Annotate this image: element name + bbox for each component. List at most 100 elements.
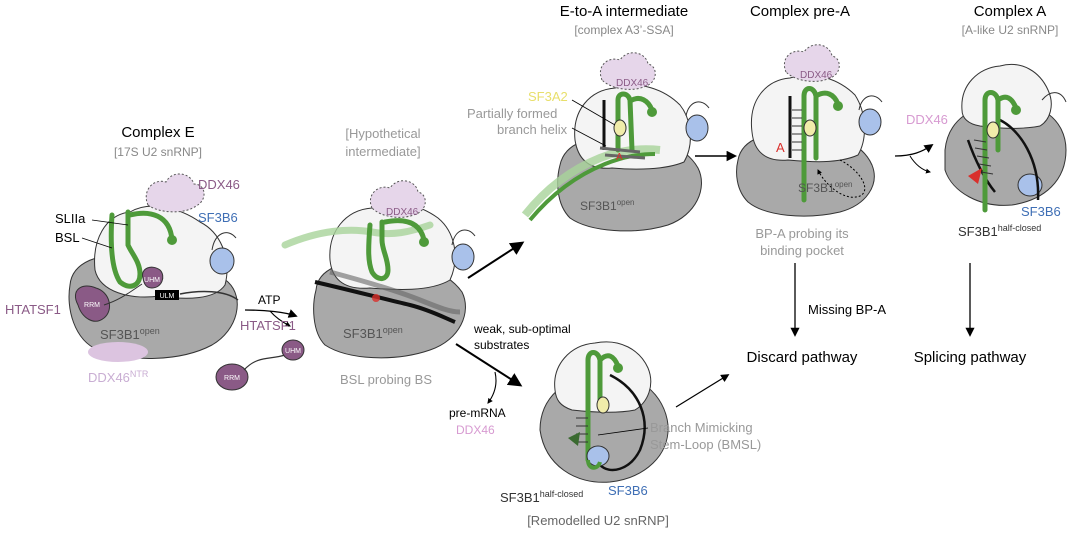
- weak-substrates-2: substrates: [474, 338, 529, 352]
- u2-scaffold-rem: [554, 341, 652, 413]
- sliia-loop-prea: [833, 101, 843, 111]
- bp-probing-label-2: binding pocket: [760, 243, 844, 258]
- sliia-loop-eta: [647, 107, 657, 117]
- uhm-label-released: UHM: [285, 348, 301, 355]
- branch-point-a: [968, 168, 982, 184]
- complex-a-group: Complex A [A-like U2 snRNP] SF3B6 SF3B1h…: [944, 3, 1067, 239]
- sf3b6-blob-eta: [685, 114, 709, 142]
- sf3b1-label-prea: SF3B1open: [798, 180, 852, 195]
- htatsf1-released-uhm: [281, 339, 305, 361]
- remodelled-title: [Remodelled U2 snRNP]: [527, 513, 669, 528]
- sf3a2-blob-rem: [596, 396, 610, 414]
- htatsf1-tail-e: [179, 290, 239, 301]
- bsl-label: BSL: [55, 230, 80, 245]
- bsl-probing-label: BSL probing BS: [340, 372, 432, 387]
- sf3b6-label-a: SF3B6: [1021, 204, 1061, 219]
- partial-helix-label-2: branch helix: [497, 122, 568, 137]
- branch-site-hyp: [372, 294, 380, 302]
- arrow-to-discard: [675, 374, 730, 408]
- complex-a-title: Complex A: [974, 3, 1047, 20]
- uhm-label-e: UHM: [144, 277, 160, 284]
- htatsf1-released-linker: [243, 354, 286, 371]
- ulm-label-e: ULM: [160, 293, 175, 300]
- sliia-rna-e: [127, 210, 175, 243]
- sf3b6-linker-a: [1041, 92, 1067, 103]
- sf3b6-linker-eta: [685, 101, 710, 117]
- htatsf1-uhm-blob: [142, 266, 164, 289]
- sliia-pointer: [91, 219, 129, 226]
- missing-bpa-label: Missing BP-A: [808, 302, 886, 317]
- arrow-to-remodelled: [455, 343, 523, 387]
- sf3b1-label-e: SF3B1open: [100, 326, 160, 342]
- branch-a-prea: A: [776, 140, 785, 155]
- bsl-rna-e: [108, 209, 143, 289]
- discard-pathway-label: Discard pathway: [747, 349, 858, 366]
- ddx46-label-prea: DDX46: [800, 70, 833, 81]
- sf3b6-blob-e: [209, 247, 235, 275]
- branch-a-eta: A: [616, 152, 623, 163]
- ddx46-release-arrow: [909, 155, 931, 174]
- pre-a-group: Complex pre-A DDX46 A SF3B1open BP-A pro…: [736, 3, 883, 258]
- helix-ticks-a: [973, 139, 994, 175]
- branch-arrowhead-rem: [568, 432, 580, 446]
- sliia-rna-hyp: [382, 218, 427, 243]
- e-to-a-subtitle: [complex A3’-SSA]: [574, 23, 673, 37]
- htatsf1-release-arrow: [269, 310, 291, 327]
- partial-helix-eta: [599, 146, 646, 160]
- atp-arrow: [244, 309, 298, 318]
- sf3b1-label-rem: SF3B1half-closed: [500, 489, 583, 505]
- bmsl-label-1: Branch Mimicking: [650, 420, 753, 435]
- partial-helix-label-1: Partially formed: [467, 106, 557, 121]
- complex-e-subtitle: [17S U2 snRNP]: [114, 145, 202, 159]
- rrm-label-released: RRM: [224, 375, 240, 382]
- bmsl-pointer: [597, 427, 649, 436]
- complex-e-title: Complex E: [121, 124, 194, 141]
- sf3b1-label-eta: SF3B1open: [580, 198, 634, 213]
- sliia-loop-hyp: [419, 237, 429, 247]
- arrow-to-complex-a: [894, 143, 934, 157]
- bmsl-ticks: [576, 417, 588, 443]
- sf3a2-blob-prea: [803, 119, 817, 137]
- sf3b6-blob-hyp: [451, 243, 475, 271]
- ddx46-blob-eta: [600, 52, 656, 90]
- sf3b6-linker-e: [211, 232, 237, 251]
- pre-mrna-release-arrow: [487, 371, 497, 404]
- ddx46-blob-hyp: [370, 180, 426, 218]
- ddx46-ntr-blob: [88, 342, 148, 362]
- ulm-box-e: [155, 290, 179, 300]
- weak-substrates-1: weak, sub-optimal: [473, 322, 571, 336]
- sliia-loop-a: [1011, 105, 1021, 115]
- htatsf1-released-rrm: [215, 363, 249, 391]
- ddx46-label-eta: DDX46: [616, 78, 649, 89]
- black-strand-rem: [599, 373, 646, 472]
- pre-mrna-hyp-shadow: [329, 269, 461, 315]
- htatsf1-label-released: HTATSF1: [240, 318, 296, 333]
- pre-a-title: Complex pre-A: [750, 3, 850, 20]
- splicing-pathway-label: Splicing pathway: [914, 349, 1027, 366]
- bsl-pointer: [81, 237, 113, 249]
- ddx46-label-released-a: DDX46: [906, 112, 948, 127]
- partial-helix-pointer: [571, 127, 607, 147]
- bsl-rna-hyp: [366, 219, 391, 281]
- htatsf1-label-e: HTATSF1: [5, 302, 61, 317]
- sf3b6-label-e: SF3B6: [198, 210, 238, 225]
- sliia-loop-rem: [613, 363, 623, 373]
- sf3b6-linker-prea: [858, 95, 883, 111]
- complex-e-group: Complex E [17S U2 snRNP] RRM UHM ULM DDX…: [5, 124, 240, 385]
- rrm-label-e: RRM: [84, 302, 100, 309]
- pre-mrna-eta: [528, 152, 656, 222]
- ddx46-label-hyp: DDX46: [386, 207, 419, 218]
- sf3b6-label-rem: SF3B6: [608, 483, 648, 498]
- remodelled-group: Branch Mimicking Stem-Loop (BMSL) SF3B1h…: [500, 341, 761, 528]
- hypothetical-title-1: [Hypothetical: [345, 126, 420, 141]
- bmsl-label-2: Stem-Loop (BMSL): [650, 437, 761, 452]
- pre-mrna-hyp: [314, 280, 456, 324]
- sf3a2-pointer: [571, 99, 616, 126]
- e-to-a-group: E-to-A intermediate [complex A3’-SSA] DD…: [467, 3, 710, 232]
- ddx46-blob-prea: [784, 44, 840, 82]
- atp-step: ATP HTATSF1 RRM UHM: [215, 293, 305, 391]
- ddx46-blob-e: [145, 173, 205, 213]
- sliia-loop-e: [167, 235, 177, 245]
- atp-label: ATP: [258, 293, 280, 307]
